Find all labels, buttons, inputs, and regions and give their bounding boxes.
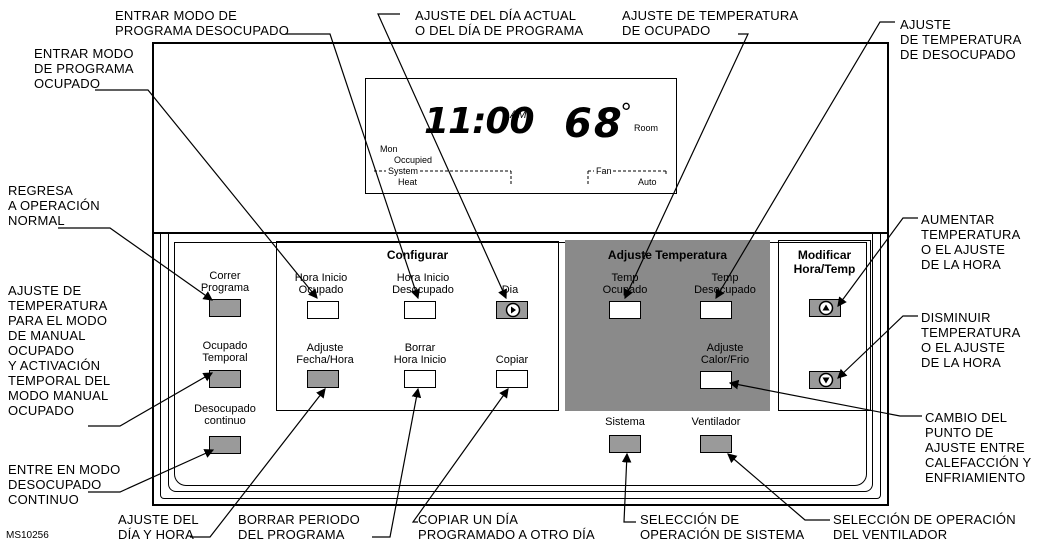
am-indicator: AM (510, 109, 527, 121)
device-frame-inner (168, 234, 873, 492)
device-frame-outer (152, 234, 889, 506)
callout-ajuste-temp-desocupado: AJUSTE DE TEMPERATURA DE DESOCUPADO (900, 17, 1022, 62)
auto-label: Auto (638, 177, 657, 187)
down-button[interactable] (809, 371, 841, 389)
hora-inicio-desocupado-label: Hora Inicio Desocupado (392, 272, 454, 296)
day-label: Mon (380, 144, 398, 154)
ventilador-button[interactable] (700, 435, 732, 453)
borrar-hora-inicio-label: Borrar Hora Inicio (393, 342, 447, 366)
correr-programa-label: Correr Programa (200, 270, 250, 294)
modificar-title: Modificar Hora/Temp (793, 248, 856, 276)
callout-copiar-dia: COPIAR UN DÍA PROGRAMADO A OTRO DÍA (418, 512, 595, 542)
adjuste-fecha-hora-button[interactable] (307, 370, 339, 388)
sistema-label: Sistema (605, 416, 645, 428)
occupied-label: Occupied (394, 155, 433, 165)
temp-ocupado-button[interactable] (609, 301, 641, 319)
callout-aumentar: AUMENTAR TEMPERATURA O EL AJUSTE DE LA H… (921, 212, 1021, 272)
callout-cambio-punto: CAMBIO DEL PUNTO DE AJUSTE ENTRE CALEFAC… (925, 410, 1032, 485)
device-frame-panel (174, 242, 867, 486)
callout-ajuste-temp-ocupado: AJUSTE DE TEMPERATURA DE OCUPADO (622, 8, 799, 38)
callout-entrar-modo-desocupado: ENTRAR MODO DE PROGRAMA DESOCUPADO (115, 8, 290, 38)
adjuste-calor-frio-label: Adjuste Calor/Frio (700, 342, 750, 366)
system-label: System (388, 166, 419, 176)
temp-desocupado-label: Temp Desocupado (694, 272, 756, 296)
up-arrow-icon (818, 300, 834, 316)
hora-inicio-ocupado-button[interactable] (307, 301, 339, 319)
copiar-label: Copiar (495, 354, 529, 366)
time-readout: 11:00 (424, 101, 535, 142)
correr-programa-button[interactable] (209, 299, 241, 317)
ventilador-label: Ventilador (691, 416, 741, 428)
dia-button[interactable] (496, 301, 528, 319)
callout-disminuir: DISMINUIR TEMPERATURA O EL AJUSTE DE LA … (921, 310, 1021, 370)
degree-symbol: ° (621, 97, 632, 127)
adjuste-fecha-hora-label: Adjuste Fecha/Hora (296, 342, 354, 366)
hora-inicio-desocupado-button[interactable] (404, 301, 436, 319)
modificar-box (778, 240, 871, 411)
callout-seleccion-sistema: SELECCIÓN DE OPERACIÓN DE SISTEMA (640, 512, 805, 542)
play-icon (505, 302, 521, 318)
callout-entre-desocupado: ENTRE EN MODO DESOCUPADO CONTINUO (8, 462, 121, 507)
borrar-hora-inicio-button[interactable] (404, 370, 436, 388)
callout-ajuste-manual: AJUSTE DE TEMPERATURA PARA EL MODO DE MA… (8, 283, 111, 418)
callout-ajuste-dia-hora: AJUSTE DEL DÍA Y HORA (118, 512, 199, 542)
callout-regresa-normal: REGRESA A OPERACIÓN NORMAL (8, 183, 100, 228)
copiar-button[interactable] (496, 370, 528, 388)
configurar-box (276, 241, 559, 411)
temperature-readout: 68 (564, 101, 624, 147)
callout-entrar-modo-programa-ocupado: ENTRAR MODO DE PROGRAMA OCUPADO (34, 46, 134, 91)
display-housing (152, 42, 889, 234)
heat-label: Heat (398, 177, 418, 187)
device-frame-middle (160, 234, 881, 499)
fan-label: Fan (596, 166, 612, 176)
ocupado-temporal-label: Ocupado Temporal (202, 340, 248, 364)
desocupado-continuo-label: Desocupado continuo (194, 403, 256, 427)
callout-ajuste-dia: AJUSTE DEL DÍA ACTUAL O DEL DÍA DE PROGR… (415, 8, 584, 38)
callout-borrar-periodo: BORRAR PERIODO DEL PROGRAMA (238, 512, 360, 542)
up-button[interactable] (809, 299, 841, 317)
callout-seleccion-ventilador: SELECCIÓN DE OPERACIÓN DEL VENTILADOR (833, 512, 1016, 542)
lcd-display: 11:00 AM 68 ° Room Mon Occupied System H… (365, 78, 677, 194)
room-label: Room (634, 123, 659, 133)
hora-inicio-ocupado-label: Hora Inicio Ocupado (294, 272, 348, 296)
temp-desocupado-button[interactable] (700, 301, 732, 319)
desocupado-continuo-button[interactable] (209, 436, 241, 454)
figure-id: MS10256 (6, 530, 49, 541)
adjuste-temperatura-title: Adjuste Temperatura (607, 248, 728, 262)
sistema-button[interactable] (609, 435, 641, 453)
down-arrow-icon (818, 372, 834, 388)
